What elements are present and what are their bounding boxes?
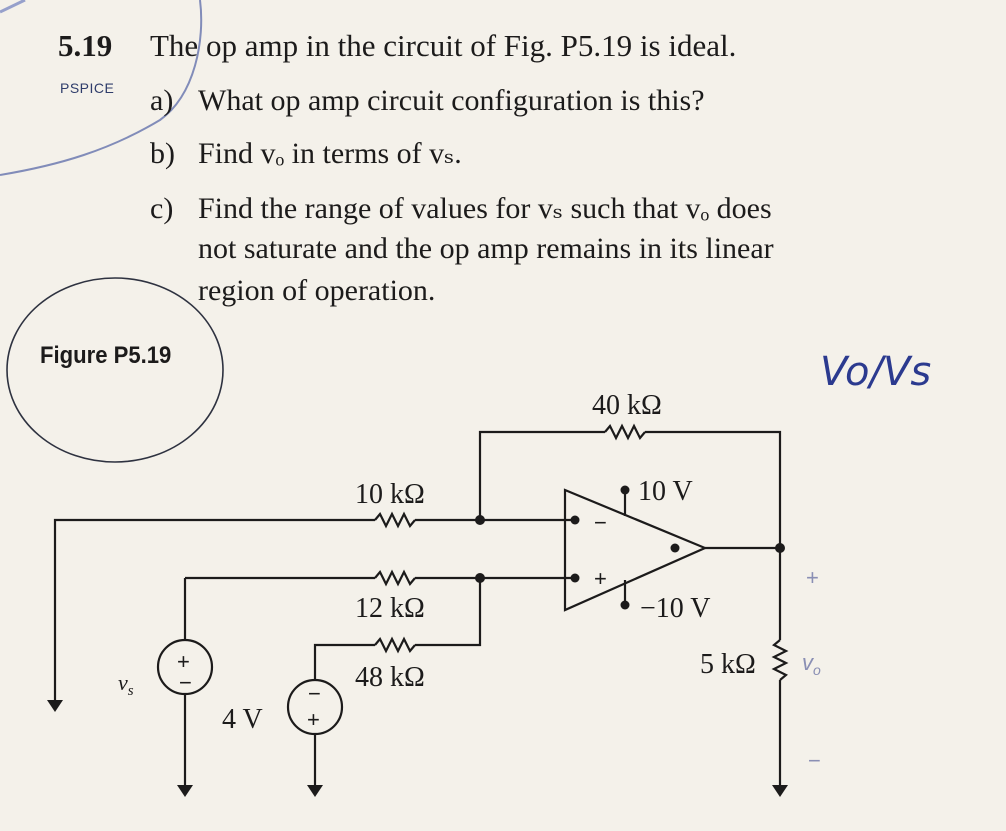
- 4v-minus-sign: −: [308, 681, 321, 706]
- junction-dot: [670, 543, 680, 553]
- label-10k: 10 kΩ: [355, 479, 425, 510]
- ground-arrow-vs: [177, 785, 193, 797]
- resistor-40k: [604, 423, 646, 441]
- label-40k: 40 kΩ: [592, 390, 662, 421]
- vo-plus-sign: +: [806, 565, 819, 590]
- junction-dot: [475, 573, 485, 583]
- wire-48k-to-4v: [313, 643, 375, 680]
- vs-plus-sign: +: [177, 649, 190, 674]
- question-label: b): [150, 137, 175, 170]
- label-5k: 5 kΩ: [700, 649, 756, 680]
- junction-dot: [570, 515, 580, 525]
- label-vs: vs: [118, 670, 134, 699]
- figure-label: Figure P5.19: [40, 342, 172, 369]
- wire-vs-input: [53, 518, 375, 700]
- 4v-plus-sign: +: [307, 707, 320, 732]
- vs-minus-sign: −: [179, 670, 192, 695]
- question-text: Find vₒ in terms of vₛ.: [198, 137, 462, 170]
- wire-48k-up: [415, 578, 482, 647]
- label-12k: 12 kΩ: [355, 593, 425, 624]
- label-supply-neg: −10 V: [640, 593, 711, 624]
- junction-dot: [775, 543, 785, 553]
- wire-feedback-left: [478, 430, 605, 520]
- pen-stroke-corner: [0, 0, 26, 14]
- question-text: What op amp circuit configuration is thi…: [198, 84, 705, 117]
- op-amp-noninv-sign: +: [594, 566, 607, 591]
- handwritten-note: Vo/Vs: [820, 349, 931, 395]
- question-text-line: Find the range of values for vₛ such tha…: [198, 192, 772, 225]
- label-4v: 4 V: [222, 704, 263, 735]
- ground-arrow-4v: [307, 785, 323, 797]
- pen-circle: [6, 277, 224, 463]
- op-amp-body: [563, 488, 708, 612]
- problem-stem: The op amp in the circuit of Fig. P5.19 …: [150, 28, 737, 63]
- op-amp-inv-sign: −: [594, 510, 607, 535]
- question-label: c): [150, 192, 174, 225]
- question-label: a): [150, 84, 174, 117]
- junction-dot: [620, 485, 630, 495]
- vo-minus-sign: −: [808, 748, 821, 773]
- question-text-line: not saturate and the op amp remains in i…: [198, 232, 774, 265]
- resistor-48k: [374, 636, 416, 654]
- pen-stroke-top: [0, 0, 203, 176]
- resistor-5k: [771, 639, 789, 681]
- wire-output: [705, 546, 782, 640]
- label-vo: vo: [802, 650, 821, 678]
- pspice-tag: PSPICE: [60, 80, 115, 96]
- question-text-line: region of operation.: [198, 274, 436, 307]
- junction-dot: [620, 600, 630, 610]
- resistor-10k: [374, 511, 416, 529]
- junction-dot: [475, 515, 485, 525]
- junction-dot: [570, 573, 580, 583]
- ground-arrow-vs-input: [47, 700, 63, 712]
- resistor-12k: [374, 569, 416, 587]
- label-supply-pos: 10 V: [638, 476, 693, 507]
- label-48k: 48 kΩ: [355, 662, 425, 693]
- wire-feedback-right: [645, 430, 782, 548]
- problem-number: 5.19: [58, 28, 113, 63]
- ground-arrow-output: [772, 785, 788, 797]
